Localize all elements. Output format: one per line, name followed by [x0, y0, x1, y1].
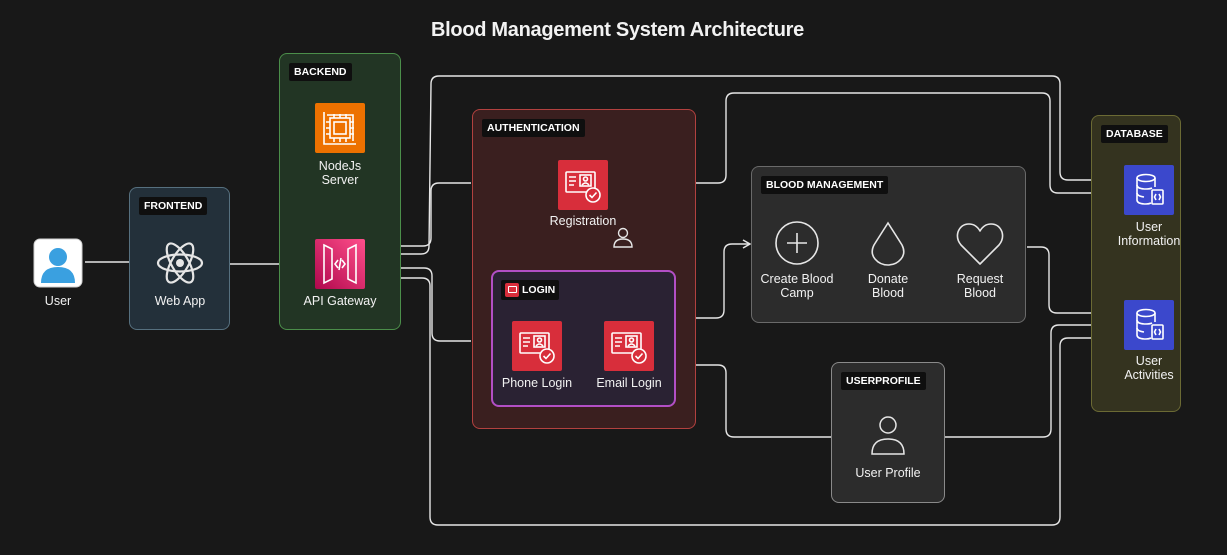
user-avatar-icon	[33, 238, 83, 288]
user-profile-node[interactable]: User Profile	[843, 414, 933, 480]
user-information-node[interactable]: User Information	[1106, 165, 1192, 248]
ec2-chip-icon	[315, 103, 365, 153]
phone-login-label: Phone Login	[501, 376, 573, 390]
frontend-group: FRONTEND	[129, 187, 230, 330]
database-group-label: DATABASE	[1101, 125, 1168, 143]
web-app-node[interactable]: Web App	[140, 238, 220, 308]
person-outline-icon	[613, 227, 633, 248]
id-card-check-icon	[604, 321, 654, 371]
web-app-label: Web App	[154, 294, 206, 308]
nodejs-label-line1: NodeJs	[318, 159, 362, 173]
login-badge-icon	[505, 283, 519, 297]
id-card-check-icon	[558, 160, 608, 210]
create-blood-camp-node[interactable]: Create Blood Camp	[752, 220, 842, 300]
request-label-line2: Blood	[964, 286, 996, 300]
nodejs-label-line2: Server	[321, 173, 359, 187]
api-gateway-icon	[315, 239, 365, 289]
login-group-label: LOGIN	[522, 284, 556, 296]
user-activities-label-line2: Activities	[1124, 368, 1174, 382]
backend-group-label: BACKEND	[289, 63, 352, 81]
registration-node[interactable]: Registration	[543, 160, 623, 228]
database-group: DATABASE	[1091, 115, 1181, 412]
person-outline-icon	[871, 416, 905, 455]
email-login-node[interactable]: Email Login	[589, 321, 669, 390]
database-icon	[1124, 300, 1174, 350]
request-label-line1: Request	[956, 272, 1004, 286]
user-activities-node[interactable]: User Activities	[1106, 300, 1192, 382]
user-node[interactable]: User	[28, 238, 88, 308]
donate-label-line2: Blood	[872, 286, 904, 300]
heart-icon	[956, 223, 1004, 265]
registration-label: Registration	[549, 214, 617, 228]
request-blood-node[interactable]: Request Blood	[940, 220, 1020, 300]
create-camp-label-line1: Create Blood	[760, 272, 834, 286]
user-label: User	[44, 294, 72, 308]
create-camp-label-line2: Camp	[780, 286, 814, 300]
nodejs-server-node[interactable]: NodeJs Server	[300, 103, 380, 187]
donate-label-line1: Donate	[867, 272, 909, 286]
frontend-group-label: FRONTEND	[139, 197, 208, 215]
api-gateway-node[interactable]: API Gateway	[295, 239, 385, 308]
id-card-check-icon	[512, 321, 562, 371]
diagram-title: Blood Management System Architecture	[431, 19, 804, 41]
user-information-label-line1: User	[1135, 220, 1163, 234]
blood-management-group-label: BLOOD MANAGEMENT	[761, 176, 889, 194]
plus-circle-icon	[775, 221, 819, 265]
react-icon	[156, 242, 204, 284]
api-gateway-label: API Gateway	[303, 294, 377, 308]
authentication-group-label: AUTHENTICATION	[482, 119, 585, 137]
drop-icon	[871, 221, 905, 266]
user-profile-label: User Profile	[855, 466, 921, 480]
donate-blood-node[interactable]: Donate Blood	[848, 220, 928, 300]
email-login-label: Email Login	[596, 376, 662, 390]
login-group-label-wrap: LOGIN	[501, 280, 560, 300]
user-profile-group-label: USERPROFILE	[841, 372, 926, 390]
phone-login-node[interactable]: Phone Login	[497, 321, 577, 390]
database-icon	[1124, 165, 1174, 215]
user-information-label-line2: Information	[1117, 234, 1181, 248]
user-activities-label-line1: User	[1135, 354, 1163, 368]
